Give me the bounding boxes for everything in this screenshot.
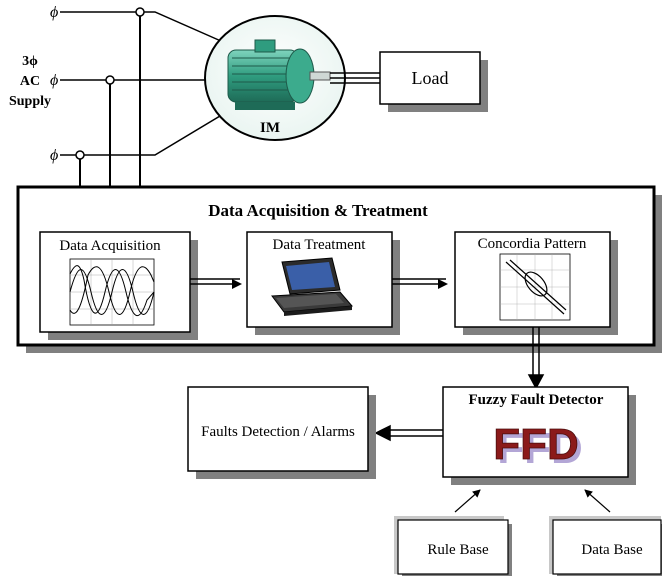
supply-label-line3: Supply bbox=[9, 94, 51, 109]
supply-label-line2: AC bbox=[20, 74, 40, 89]
rule-base-box: Rule Base bbox=[394, 516, 512, 576]
ffd-logo-shadow: FFD bbox=[497, 424, 583, 473]
junction-nodes bbox=[75, 7, 145, 160]
junction-phase1 bbox=[135, 7, 145, 17]
base-to-ffd-arrows bbox=[454, 489, 611, 513]
data-acquisition-box: Data Acquisition bbox=[39, 231, 198, 340]
phase-symbols: ϕ ϕ ϕ bbox=[50, 4, 58, 164]
data-treatment-box: Data Treatment bbox=[246, 231, 400, 335]
laptop-icon bbox=[271, 257, 354, 316]
phase-symbol-2: ϕ bbox=[50, 72, 58, 89]
concordia-pattern-label: Concordia Pattern bbox=[478, 236, 587, 252]
supply-label: 3ϕ AC Supply bbox=[9, 54, 51, 109]
junction-phase3 bbox=[75, 150, 85, 160]
data-base-label: Data Base bbox=[581, 542, 643, 558]
supply-lines bbox=[60, 11, 231, 156]
ffd-logo: FFD bbox=[493, 420, 579, 469]
shaft-coupling bbox=[330, 72, 380, 84]
data-treatment-label: Data Treatment bbox=[273, 237, 367, 253]
panel-flow-arrows bbox=[190, 278, 448, 289]
faults-detection-label: Faults Detection / Alarms bbox=[201, 424, 355, 440]
phase-symbol-1: ϕ bbox=[50, 4, 58, 21]
data-base-box: Data Base bbox=[549, 516, 662, 576]
ffd-title: Fuzzy Fault Detector bbox=[469, 392, 604, 408]
junction-phase2 bbox=[105, 75, 115, 85]
induction-motor: IM bbox=[204, 15, 346, 141]
rule-base-label: Rule Base bbox=[427, 542, 489, 558]
supply-label-line1: 3ϕ bbox=[22, 54, 38, 69]
fuzzy-fault-detector-box: Fuzzy Fault Detector FFD FFD bbox=[442, 386, 636, 485]
concordia-to-ffd-arrow bbox=[527, 327, 545, 390]
acquisition-panel-title: Data Acquisition & Treatment bbox=[208, 201, 428, 220]
load-label: Load bbox=[412, 68, 449, 88]
load-box: Load bbox=[379, 51, 488, 112]
phase-symbol-3: ϕ bbox=[50, 147, 58, 164]
motor-label: IM bbox=[260, 120, 280, 136]
faults-detection-box: Faults Detection / Alarms bbox=[187, 386, 376, 479]
data-acquisition-label: Data Acquisition bbox=[59, 238, 161, 254]
ffd-to-faults-arrow bbox=[374, 424, 443, 442]
concordia-pattern-box: Concordia Pattern bbox=[454, 231, 618, 335]
